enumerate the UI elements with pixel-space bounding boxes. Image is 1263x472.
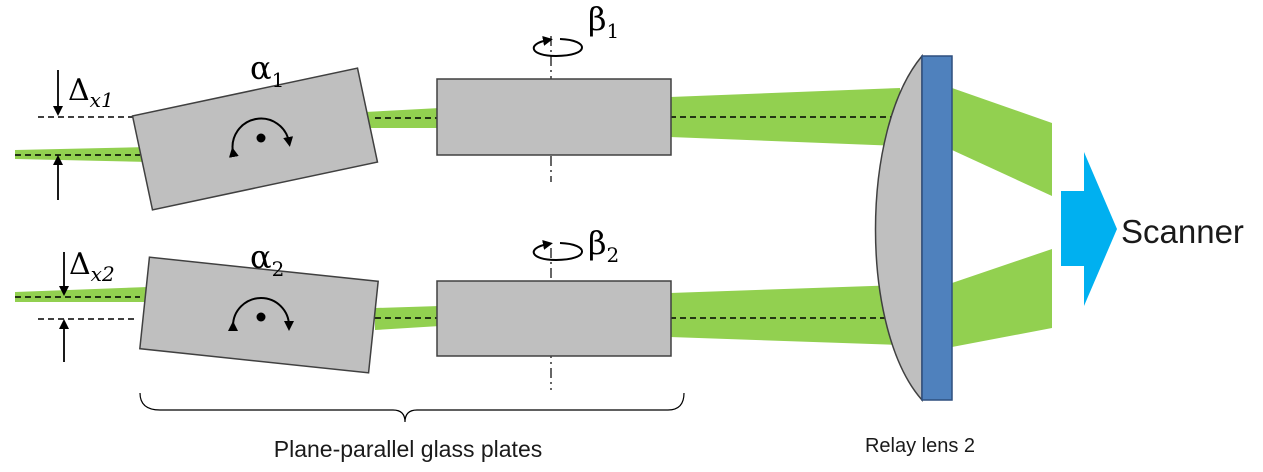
rotation-symbols <box>227 117 294 332</box>
alpha2-pivot-dot <box>256 312 266 322</box>
lower-input-beam <box>15 287 148 302</box>
lower-output-beam <box>952 249 1052 347</box>
relay-lens-convex <box>874 53 923 402</box>
scanner-label: Scanner <box>1121 213 1244 250</box>
beta2-rotation-arrow <box>533 239 583 262</box>
delta-x1-label: Δx1 <box>68 73 114 112</box>
scanner-arrow <box>1061 152 1117 306</box>
lower-beam-to-lens <box>670 285 900 345</box>
plates-brace <box>139 392 685 423</box>
delta-arrows <box>53 70 69 362</box>
alpha2-rotation-arc <box>227 297 294 332</box>
delta-x2-label: Δx2 <box>69 247 115 286</box>
relay-lens <box>874 53 953 402</box>
alpha1-rotation-arc <box>228 117 294 158</box>
plate-beta1 <box>436 78 672 156</box>
beam-group <box>15 88 1052 347</box>
alpha2-label: α2 <box>250 238 284 281</box>
beta-rotation-symbols <box>533 35 583 262</box>
beta2-label: β2 <box>588 224 619 267</box>
beta1-rotation-arrow <box>533 35 583 58</box>
upper-beam-mid <box>365 108 440 128</box>
beta1-label: β1 <box>588 0 619 43</box>
alpha1-pivot-dot <box>256 133 266 143</box>
upper-output-beam <box>952 88 1052 196</box>
relay-lens-flat <box>921 55 953 401</box>
plates-label: Plane-parallel glass plates <box>274 436 543 462</box>
alpha1-label: α1 <box>250 49 284 92</box>
upper-input-beam <box>15 147 150 162</box>
plates <box>131 67 672 374</box>
relay-lens-label: Relay lens 2 <box>865 435 975 457</box>
tilted-plate-alpha1 <box>131 67 379 211</box>
plate-beta2 <box>436 280 672 357</box>
